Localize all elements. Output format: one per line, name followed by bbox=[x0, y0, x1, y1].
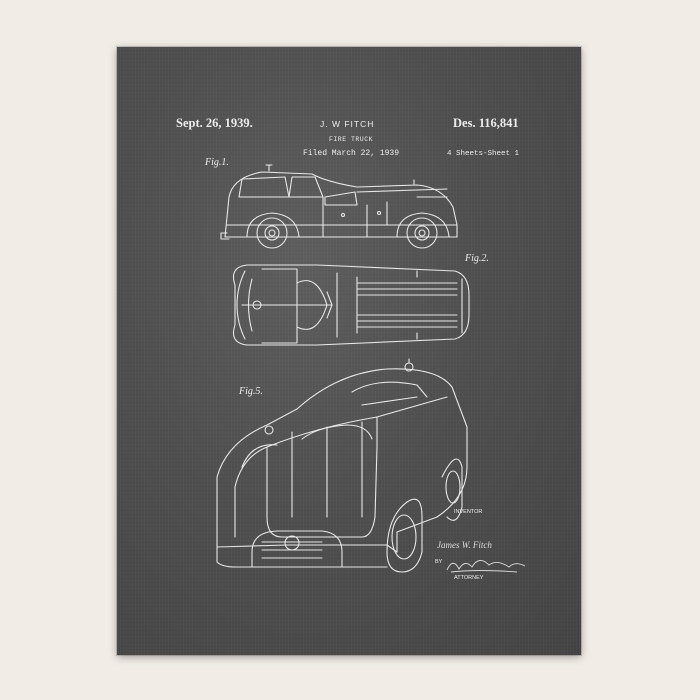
figure-1-label: Fig.1. bbox=[205, 157, 229, 168]
by-label: BY bbox=[435, 559, 443, 565]
inventor-header: J. W FITCH bbox=[320, 119, 375, 129]
attorney-label: ATTORNEY bbox=[454, 575, 484, 581]
inventor-label: INVENTOR bbox=[454, 509, 483, 515]
attorney-signature bbox=[117, 47, 581, 655]
figure-5-label: Fig.5. bbox=[239, 386, 263, 397]
patent-subject: FIRE TRUCK bbox=[329, 136, 374, 143]
inventor-signature: James W. Fitch bbox=[437, 540, 492, 550]
patent-date: Sept. 26, 1939. bbox=[176, 116, 253, 130]
filed-date: Filed March 22, 1939 bbox=[303, 149, 400, 158]
fire-truck-perspective-view bbox=[217, 359, 467, 572]
fire-truck-side-view bbox=[221, 165, 457, 248]
sheet-count: 4 Sheets-Sheet 1 bbox=[447, 150, 520, 158]
figure-2-label: Fig.2. bbox=[465, 253, 489, 264]
patent-poster: Sept. 26, 1939. J. W FITCH FIRE TRUCK Fi… bbox=[117, 47, 581, 655]
fire-truck-top-view bbox=[234, 265, 470, 345]
patent-number: Des. 116,841 bbox=[453, 116, 519, 130]
